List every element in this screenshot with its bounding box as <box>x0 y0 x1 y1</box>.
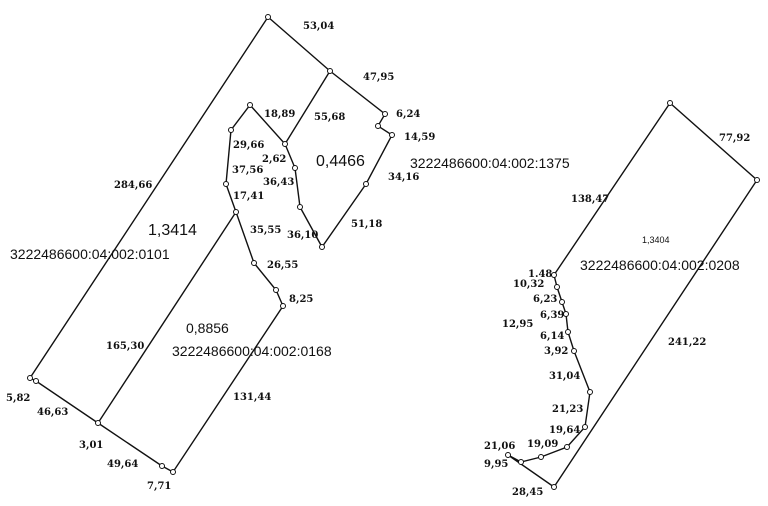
dimension-label: 6,24 <box>396 109 420 120</box>
dimension-label: 14,59 <box>404 132 435 143</box>
vertex-marker <box>95 420 101 426</box>
parcel-1375-area: 0,4466 <box>316 153 365 170</box>
vertex-marker <box>559 299 565 305</box>
vertex-marker <box>551 272 557 278</box>
dimension-label: 19,09 <box>527 439 558 450</box>
dimension-label: 37,56 <box>232 165 263 176</box>
dimension-label: 21,23 <box>552 404 583 415</box>
parcel-0168-area: 0,8856 <box>186 320 229 336</box>
vertex-marker <box>563 311 569 317</box>
dimension-label: 49,64 <box>107 459 138 470</box>
dimension-label: 138,47 <box>571 194 609 205</box>
vertex-marker <box>754 177 760 183</box>
dimension-label: 131,44 <box>233 392 271 403</box>
vertex-marker <box>27 375 33 381</box>
dimension-label: 46,63 <box>37 407 68 418</box>
dimension-label: 6,23 <box>533 294 557 305</box>
dimension-label: 31,04 <box>549 371 580 382</box>
dimension-label: 12,95 <box>502 319 533 330</box>
vertex-marker <box>282 141 288 147</box>
dimension-label: 241,22 <box>668 337 706 348</box>
dimension-label: 26,55 <box>267 260 298 271</box>
parcel-0101-area: 1,3414 <box>148 222 197 239</box>
vertex-marker <box>265 14 271 20</box>
vertex-marker <box>564 444 570 450</box>
vertex-marker <box>582 424 588 430</box>
vertex-marker <box>327 68 333 74</box>
parcel-0208-boundary <box>507 102 758 488</box>
vertex-marker <box>571 348 577 354</box>
vertex-marker <box>319 244 325 250</box>
vertex-marker <box>505 452 511 458</box>
dimension-label: 29,66 <box>233 140 264 151</box>
parcel-0208-area: 1,3404 <box>642 235 670 245</box>
vertex-marker <box>538 454 544 460</box>
vertex-marker <box>587 389 593 395</box>
parcel-1375-boundary <box>225 16 393 249</box>
parcel-0101-outer-boundary <box>28 16 284 473</box>
parcel-0101-0168-divider <box>97 211 237 424</box>
parcel-0101-cadastral-number: 3222486600:04:002:0101 <box>10 246 170 262</box>
left-group-vertices <box>27 14 395 475</box>
vertex-marker <box>170 469 176 475</box>
vertex-marker <box>551 484 557 490</box>
dimension-label: 77,92 <box>719 133 750 144</box>
parcel-0168-cadastral-number: 3222486600:04:002:0168 <box>172 343 332 359</box>
dimension-label: 165,30 <box>106 341 144 352</box>
dimension-label: 2,62 <box>262 154 286 165</box>
vertex-marker <box>297 204 303 210</box>
vertex-marker <box>280 303 286 309</box>
dimension-label: 36,43 <box>263 177 294 188</box>
vertex-marker <box>565 329 571 335</box>
right-group-dimensions: 77,92 138,47 241,22 1.48 10,32 6,23 6,39… <box>484 133 750 498</box>
left-group-dimensions: 53,04 47,95 6,24 14,59 34,16 51,18 36,10… <box>6 21 435 492</box>
dimension-label: 8,25 <box>289 294 313 305</box>
dimension-label: 55,68 <box>314 112 345 123</box>
vertex-marker <box>363 181 369 187</box>
vertex-marker <box>251 260 257 266</box>
vertex-marker <box>273 287 279 293</box>
vertex-marker <box>292 165 298 171</box>
vertex-marker <box>228 127 234 133</box>
vertex-marker <box>389 132 395 138</box>
dimension-label: 35,55 <box>250 225 281 236</box>
parcel-1375-inner-line <box>284 70 331 145</box>
dimension-label: 18,89 <box>264 109 295 120</box>
dimension-label: 284,66 <box>114 180 152 191</box>
vertex-marker <box>382 111 388 117</box>
vertex-marker <box>554 284 560 290</box>
vertex-marker <box>667 100 673 106</box>
vertex-marker <box>247 102 253 108</box>
vertex-marker <box>159 463 165 469</box>
right-group-vertices <box>505 100 760 490</box>
dimension-label: 19,64 <box>549 425 580 436</box>
dimension-label: 28,45 <box>512 487 543 498</box>
dimension-label: 34,16 <box>388 172 419 183</box>
dimension-label: 1.48 <box>528 269 552 280</box>
dimension-label: 3,01 <box>79 440 103 451</box>
dimension-label: 5,82 <box>6 393 30 404</box>
dimension-label: 47,95 <box>363 72 394 83</box>
vertex-marker <box>33 378 39 384</box>
dimension-label: 3,92 <box>544 346 568 357</box>
vertex-marker <box>223 181 229 187</box>
dimension-label: 10,32 <box>513 279 544 290</box>
dimension-label: 6,14 <box>540 331 564 342</box>
dimension-label: 9,95 <box>484 459 508 470</box>
vertex-marker <box>233 209 239 215</box>
dimension-label: 53,04 <box>303 21 334 32</box>
vertex-marker <box>375 123 381 129</box>
dimension-label: 36,10 <box>287 230 318 241</box>
vertex-marker <box>518 459 524 465</box>
dimension-label: 51,18 <box>351 219 382 230</box>
dimension-label: 17,41 <box>233 191 264 202</box>
dimension-label: 21,06 <box>484 441 515 452</box>
parcel-1375-cadastral-number: 3222486600:04:002:1375 <box>410 155 570 171</box>
dimension-label: 6,39 <box>540 310 564 321</box>
dimension-label: 7,71 <box>147 481 171 492</box>
parcel-0208-cadastral-number: 3222486600:04:002:0208 <box>580 257 740 273</box>
